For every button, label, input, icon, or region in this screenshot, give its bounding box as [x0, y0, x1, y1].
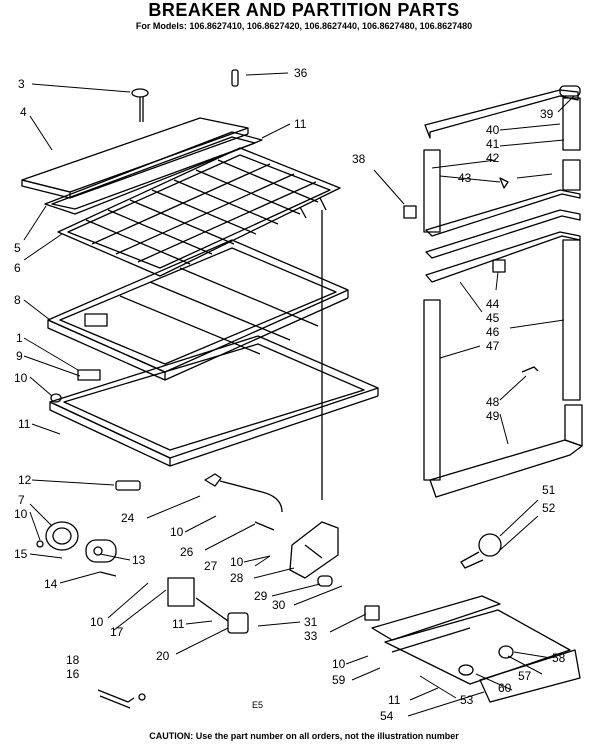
callout: 24	[121, 511, 135, 525]
gasket-clips	[403, 177, 539, 373]
callout: 3	[18, 77, 25, 91]
callout: 46	[486, 325, 500, 339]
hinge-parts	[36, 393, 141, 577]
callout-labels: 3 36 4 11 5 6 8 1 9 10 11 12 7 10 15 13 …	[14, 66, 566, 723]
callout: 10	[332, 657, 346, 671]
light-shield-trim	[371, 595, 581, 703]
door-gasket-lower	[423, 231, 583, 498]
callout: 54	[380, 709, 394, 723]
callout: 43	[458, 171, 472, 185]
callout: 41	[486, 137, 500, 151]
door-gasket-upper	[423, 85, 581, 259]
freezer-shelf-grid	[57, 147, 341, 277]
lower-partition	[49, 335, 379, 467]
callout: 10	[14, 371, 28, 385]
callout: 40	[486, 123, 500, 137]
callout: 11	[294, 117, 307, 131]
callout: 52	[542, 501, 556, 515]
top-breaker-strip	[21, 117, 249, 199]
callout: 58	[552, 651, 566, 665]
callout: 9	[16, 349, 23, 363]
leader-lines	[23, 72, 575, 717]
callout: 28	[230, 571, 244, 585]
callout: 53	[460, 693, 474, 707]
callout: 17	[110, 625, 124, 639]
callout: 29	[254, 589, 268, 603]
callout: 27	[204, 559, 218, 573]
figure-ref: E5	[252, 700, 264, 710]
light-bulb	[460, 533, 502, 569]
wire-harness	[97, 689, 146, 709]
callout: 26	[180, 545, 194, 559]
callout: 11	[388, 693, 401, 707]
caution-note: CAUTION: Use the part number on all orde…	[149, 731, 459, 741]
callout: 42	[486, 151, 500, 165]
callout: 47	[486, 339, 500, 353]
breaker-gasket	[44, 131, 263, 215]
callout: 11	[172, 617, 185, 631]
callout: 10	[14, 507, 28, 521]
callout: 15	[14, 547, 28, 561]
callout: 49	[486, 409, 500, 423]
callout: 45	[486, 311, 500, 325]
callout: 11	[18, 417, 31, 431]
callout: 10	[230, 555, 244, 569]
callout: 20	[156, 649, 170, 663]
control-housing	[167, 473, 380, 634]
callout: 4	[20, 105, 27, 119]
callout: 5	[14, 241, 21, 255]
callout: 31	[304, 615, 318, 629]
callout: 30	[272, 598, 286, 612]
callout: 12	[18, 473, 32, 487]
callout: 33	[304, 629, 318, 643]
callout: 6	[14, 261, 21, 275]
partition-tray	[47, 239, 349, 381]
callout: 60	[498, 681, 512, 695]
callout: 10	[90, 615, 104, 629]
callout: 57	[518, 669, 532, 683]
callout: 1	[16, 331, 23, 345]
callout: 59	[332, 673, 346, 687]
callout: 44	[486, 297, 500, 311]
callout: 51	[542, 483, 556, 497]
callout: 14	[44, 577, 58, 591]
callout: 38	[352, 152, 366, 166]
callout: 16	[66, 667, 80, 681]
callout: 7	[18, 493, 25, 507]
callout: 39	[540, 107, 554, 121]
callout: 48	[486, 395, 500, 409]
model-list: For Models: 106.8627410, 106.8627420, 10…	[135, 21, 473, 31]
callout: 13	[132, 553, 146, 567]
page-title: BREAKER AND PARTITION PARTS	[148, 0, 460, 20]
screw-part	[131, 88, 149, 122]
clip-part	[231, 69, 239, 87]
callout: 36	[294, 66, 308, 80]
callout: 8	[14, 293, 21, 307]
callout: 10	[170, 525, 184, 539]
callout: 18	[66, 653, 80, 667]
